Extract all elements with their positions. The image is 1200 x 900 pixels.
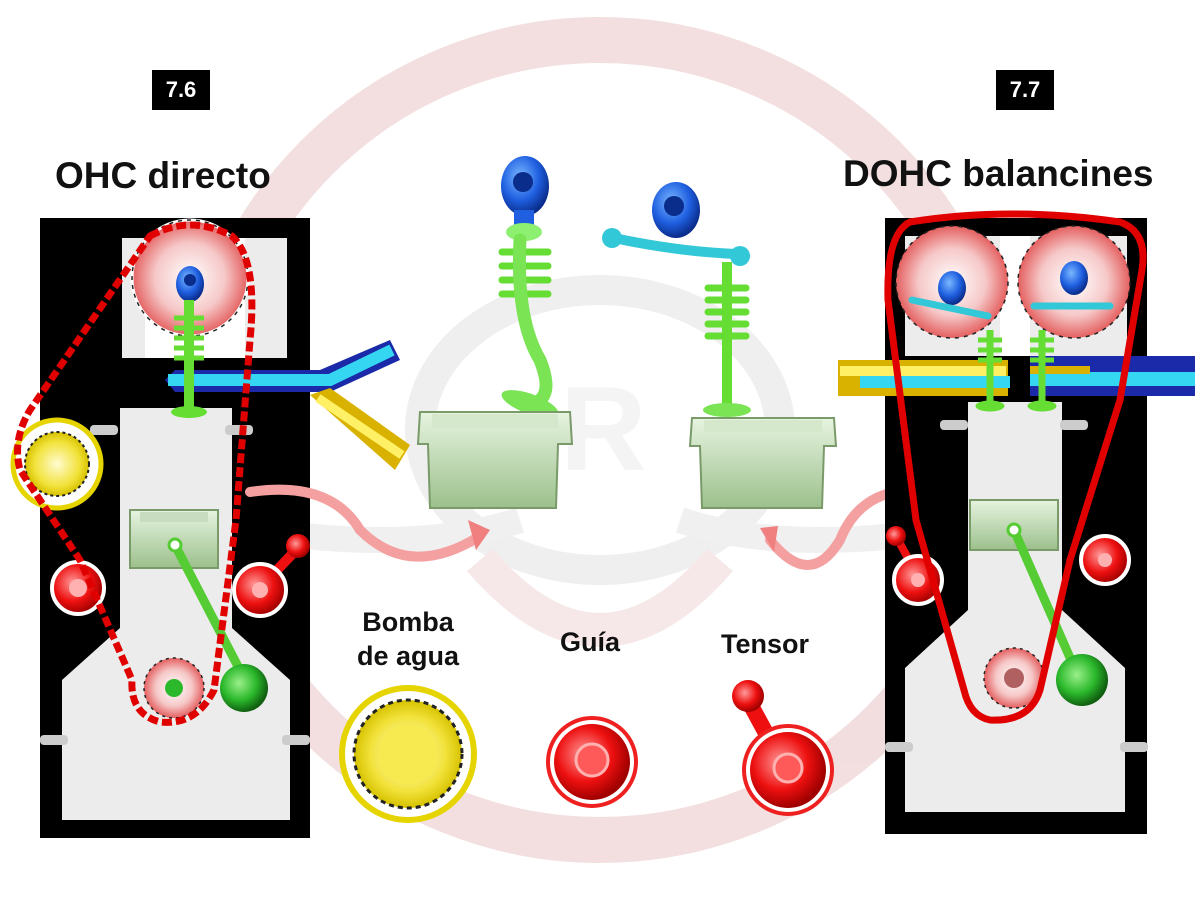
right-intake-camshaft-pulley [895, 225, 1009, 339]
figure-number-right: 7.7 [996, 70, 1054, 110]
left-crankshaft [220, 664, 268, 712]
left-coolant-pipe [165, 340, 410, 470]
left-tensioner [232, 534, 310, 618]
center-rocker-valve [602, 182, 751, 417]
center-direct-valve [498, 156, 559, 418]
right-valves [975, 330, 1057, 412]
left-water-pump [10, 417, 104, 511]
svg-text:R: R [560, 362, 647, 496]
legend-water-pump-label: Bomba de agua [338, 605, 478, 673]
right-coolant-pipe [838, 356, 1195, 396]
figure-title-right: DOHC balancines [843, 153, 1154, 194]
left-timing-belt [14, 221, 256, 726]
left-arrow-head [468, 520, 490, 550]
right-crank-pulley [983, 647, 1045, 709]
legend-tensioner-icon [732, 680, 834, 816]
right-piston [969, 499, 1083, 681]
right-crankshaft [1056, 654, 1108, 706]
legend-tensioner-label: Tensor [720, 629, 809, 659]
legend-water-pump-icon [339, 685, 477, 823]
left-guide-roller [50, 560, 106, 616]
right-callout-arrow [765, 485, 920, 570]
figure-title-left: OHC directo [55, 155, 271, 196]
left-crank-pulley [143, 657, 205, 719]
right-timing-belt [884, 210, 1147, 724]
right-exhaust-camshaft-pulley [1017, 225, 1131, 339]
left-callout-arrow [245, 484, 485, 562]
right-arrow-head [760, 526, 778, 552]
center-left-cylinder-head [416, 411, 574, 509]
legend-water-pump-line1: Bomba [362, 607, 454, 637]
figure-number-left: 7.6 [152, 70, 210, 110]
right-tensioner [1079, 534, 1131, 586]
legend-guide-icon [546, 716, 638, 808]
legend-water-pump-line2: de agua [356, 641, 460, 671]
center-right-cylinder-head [688, 417, 838, 509]
legend-guide-label: Guía [559, 627, 620, 657]
left-valve [171, 300, 207, 418]
left-piston [129, 509, 250, 685]
